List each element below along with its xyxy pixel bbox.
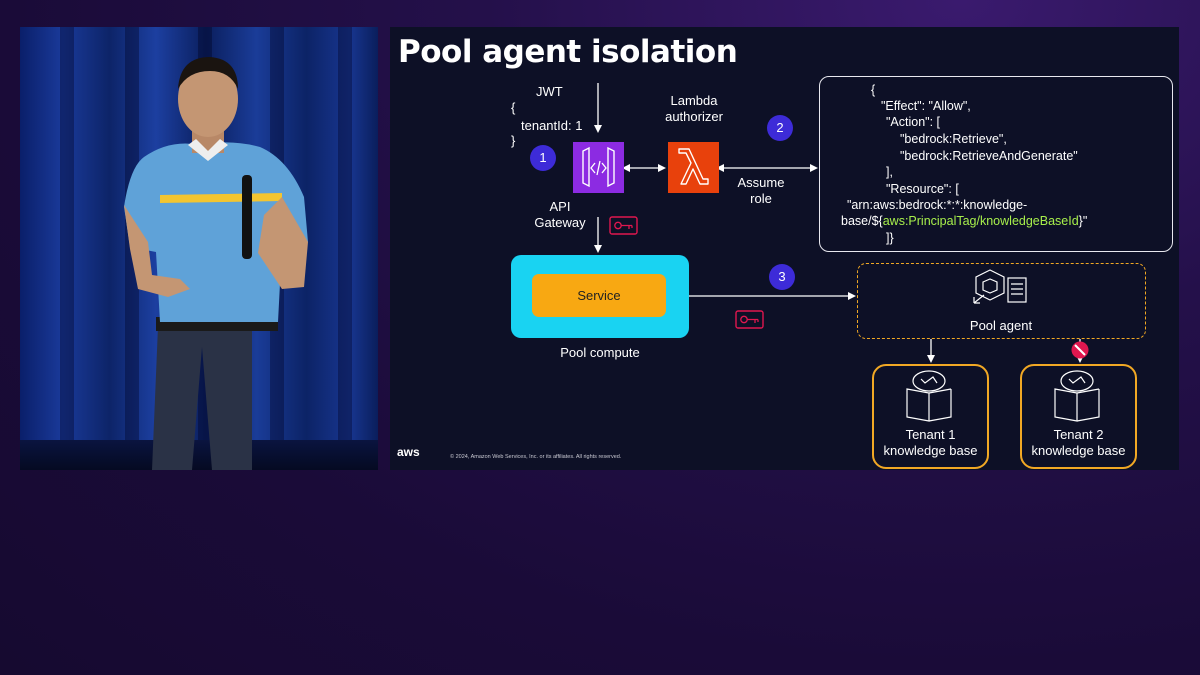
policy-line: ], [886,165,893,179]
policy-line: "Action": [ [886,115,941,129]
step-badge-1: 1 [530,145,556,171]
knowledge-base-icon [1054,370,1100,422]
service-box: Service [532,274,666,317]
policy-line: "Effect": "Allow", [881,99,971,113]
aws-logo: aws [397,445,420,459]
step-badge-3: 3 [769,264,795,290]
pool-compute-label: Pool compute [560,345,640,360]
policy-line: "Resource": [ [886,182,959,196]
pool-compute-box: Service [511,255,689,338]
principal-tag: aws:PrincipalTag/knowledgeBaseId [882,214,1079,228]
deny-icon [1071,341,1089,359]
jwt-brace-close: } [511,133,516,148]
key-icon [735,310,764,329]
jwt-claim: tenantId: 1 [521,118,583,133]
diagram-connectors [573,83,1100,422]
policy-line: ]} [886,231,894,245]
agent-icon [973,269,1027,304]
copyright-footer: © 2024, Amazon Web Services, Inc. or its… [450,454,622,460]
jwt-label: JWT [536,84,563,99]
policy-line: "bedrock:RetrieveAndGenerate" [900,149,1078,163]
iam-policy-box: { "Effect": "Allow", "Action": [ "bedroc… [819,76,1173,252]
policy-line: "bedrock:Retrieve", [900,132,1007,146]
speaker-figure [124,57,308,470]
pool-agent-box: Pool agent [857,263,1146,339]
lambda-icon [668,142,719,193]
key-icon [609,216,638,235]
pool-agent-label: Pool agent [969,318,1033,333]
slide-title: Pool agent isolation [398,34,738,70]
step-badge-2: 2 [767,115,793,141]
speaker-video [20,27,378,470]
policy-line: "arn:aws:bedrock:*:*:knowledge- [847,198,1028,212]
policy-line: { [871,83,876,97]
jwt-brace-open: { [511,100,516,115]
api-gateway-icon [573,142,624,193]
policy-line: base/${aws:PrincipalTag/knowledgeBaseId}… [841,214,1088,228]
presentation-slide: Pool agent isolation [390,27,1179,470]
knowledge-base-icon [906,370,952,422]
